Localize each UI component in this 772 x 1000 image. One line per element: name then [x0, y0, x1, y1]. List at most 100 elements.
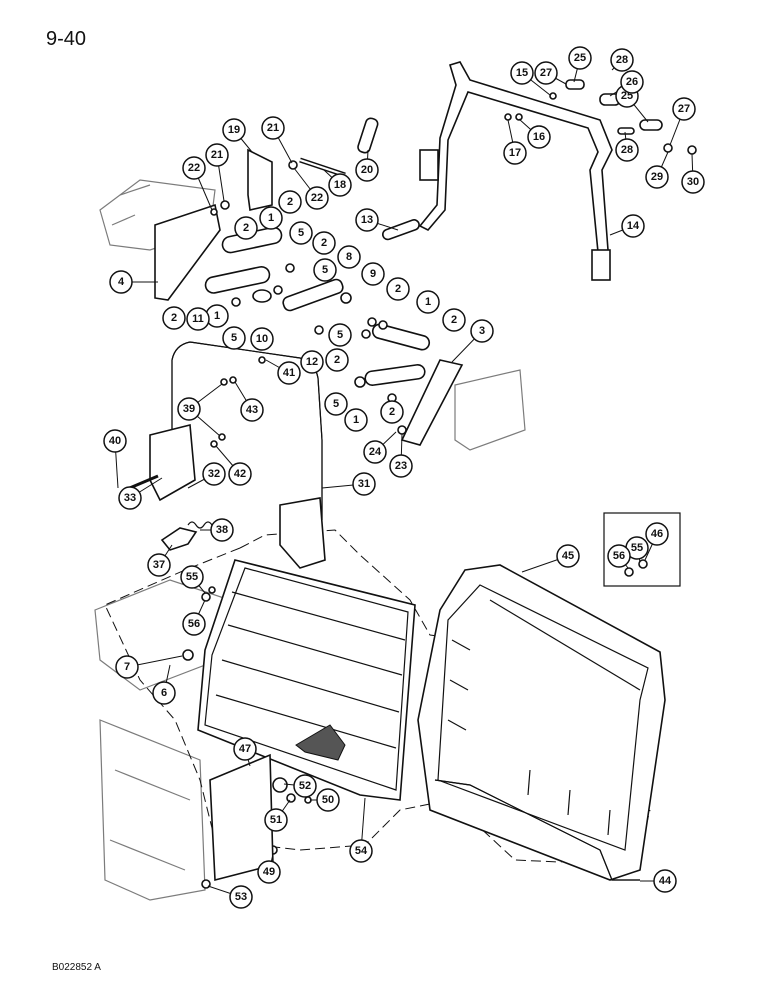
arm-link-right-lower — [364, 363, 426, 387]
part-callout-19: 19 — [222, 118, 246, 142]
part-number-label: 28 — [621, 144, 633, 156]
part-callout-55: 55 — [625, 536, 649, 560]
assembly-outline — [104, 547, 651, 863]
part-callout-46: 46 — [645, 522, 669, 546]
part-callout-25: 25 — [568, 46, 592, 70]
part-number-label: 3 — [479, 325, 485, 337]
part-number-label: 41 — [283, 367, 295, 379]
part-number-label: 54 — [355, 845, 368, 857]
part-callout-31: 31 — [352, 472, 376, 496]
part-callout-4: 4 — [109, 270, 133, 294]
part-number-label: 56 — [188, 618, 200, 630]
part-callout-5: 5 — [313, 258, 337, 282]
washer-10 — [252, 289, 272, 303]
part-number-label: 6 — [161, 687, 167, 699]
part-callout-9: 9 — [361, 262, 385, 286]
part-number-label: 20 — [361, 164, 373, 176]
part-number-label: 8 — [346, 251, 352, 263]
part-callout-5: 5 — [289, 221, 313, 245]
fasteners — [182, 79, 697, 889]
part-number-label: 5 — [333, 398, 339, 410]
part-number-label: 49 — [263, 866, 275, 878]
arm-link-lower — [204, 266, 271, 294]
part-number-label: 16 — [533, 131, 545, 143]
part-callout-20: 20 — [355, 158, 379, 182]
part-callout-15: 15 — [510, 61, 534, 85]
part-number-label: 2 — [395, 283, 401, 295]
part-number-label: 2 — [451, 314, 457, 326]
part-callout-47: 47 — [233, 737, 257, 761]
part-number-label: 15 — [516, 67, 528, 79]
part-number-label: 37 — [153, 559, 165, 571]
part-callout-45: 45 — [556, 544, 580, 568]
part-number-label: 22 — [311, 192, 323, 204]
part-callout-43: 43 — [240, 398, 264, 422]
part-number-label: 52 — [299, 780, 311, 792]
part-number-label: 21 — [267, 122, 279, 134]
latch-lever — [160, 527, 198, 551]
right-plate — [400, 359, 464, 446]
bracket-19 — [247, 148, 273, 211]
part-number-label: 1 — [268, 212, 274, 224]
part-callout-29: 29 — [645, 165, 669, 189]
part-number-label: 51 — [270, 814, 282, 826]
left-plate — [154, 203, 221, 301]
latch-spring — [187, 521, 213, 529]
inset-box — [603, 512, 681, 587]
hoop-handle-foot — [279, 497, 326, 569]
part-callout-14: 14 — [621, 214, 645, 238]
part-callout-50: 50 — [316, 788, 340, 812]
part-number-label: 5 — [231, 332, 237, 344]
part-callout-3: 3 — [470, 319, 494, 343]
bracket-47 — [209, 753, 274, 882]
part-callout-55: 55 — [180, 565, 204, 589]
part-callout-21: 21 — [205, 143, 229, 167]
part-callout-30: 30 — [681, 170, 705, 194]
part-callout-32: 32 — [202, 462, 226, 486]
part-number-label: 45 — [562, 550, 574, 562]
page-number: 9-40 — [46, 28, 87, 50]
latch-bracket — [149, 423, 196, 502]
part-number-label: 7 — [124, 661, 130, 673]
part-callout-39: 39 — [177, 397, 201, 421]
pin-13 — [381, 219, 420, 241]
part-callout-2: 2 — [386, 277, 410, 301]
part-number-label: 2 — [171, 312, 177, 324]
part-callout-54: 54 — [349, 839, 373, 863]
part-number-label: 44 — [659, 875, 672, 887]
part-number-label: 2 — [243, 222, 249, 234]
part-callout-1: 1 — [416, 290, 440, 314]
pin-20 — [357, 117, 379, 154]
part-callout-23: 23 — [389, 454, 413, 478]
part-number-label: 4 — [118, 276, 125, 288]
part-number-label: 46 — [651, 528, 663, 540]
part-number-label: 17 — [509, 147, 521, 159]
part-number-label: 21 — [211, 149, 223, 161]
part-number-label: 55 — [186, 571, 198, 583]
part-callout-11: 11 — [186, 307, 210, 331]
part-callout-18: 18 — [328, 173, 352, 197]
part-callout-40: 40 — [103, 429, 127, 453]
part-callout-24: 24 — [363, 440, 387, 464]
part-callout-7: 7 — [115, 655, 139, 679]
part-number-label: 31 — [358, 478, 370, 490]
hoop-bracket — [418, 61, 613, 253]
part-callout-16: 16 — [527, 125, 551, 149]
part-number-label: 9 — [370, 268, 376, 280]
part-number-label: 26 — [626, 76, 638, 88]
part-number-label: 10 — [256, 333, 268, 345]
part-number-label: 56 — [613, 550, 625, 562]
part-number-label: 25 — [574, 52, 586, 64]
hoop-bracket-plate-left — [419, 149, 439, 181]
hood-shell — [417, 564, 666, 881]
part-callout-28: 28 — [610, 48, 634, 72]
part-callout-2: 2 — [312, 231, 336, 255]
part-callout-27: 27 — [534, 61, 558, 85]
part-callout-2: 2 — [162, 306, 186, 330]
part-number-label: 22 — [188, 162, 200, 174]
part-number-label: 2 — [321, 237, 327, 249]
part-number-label: 18 — [334, 179, 346, 191]
part-callout-44: 44 — [653, 869, 677, 893]
part-callout-5: 5 — [324, 392, 348, 416]
